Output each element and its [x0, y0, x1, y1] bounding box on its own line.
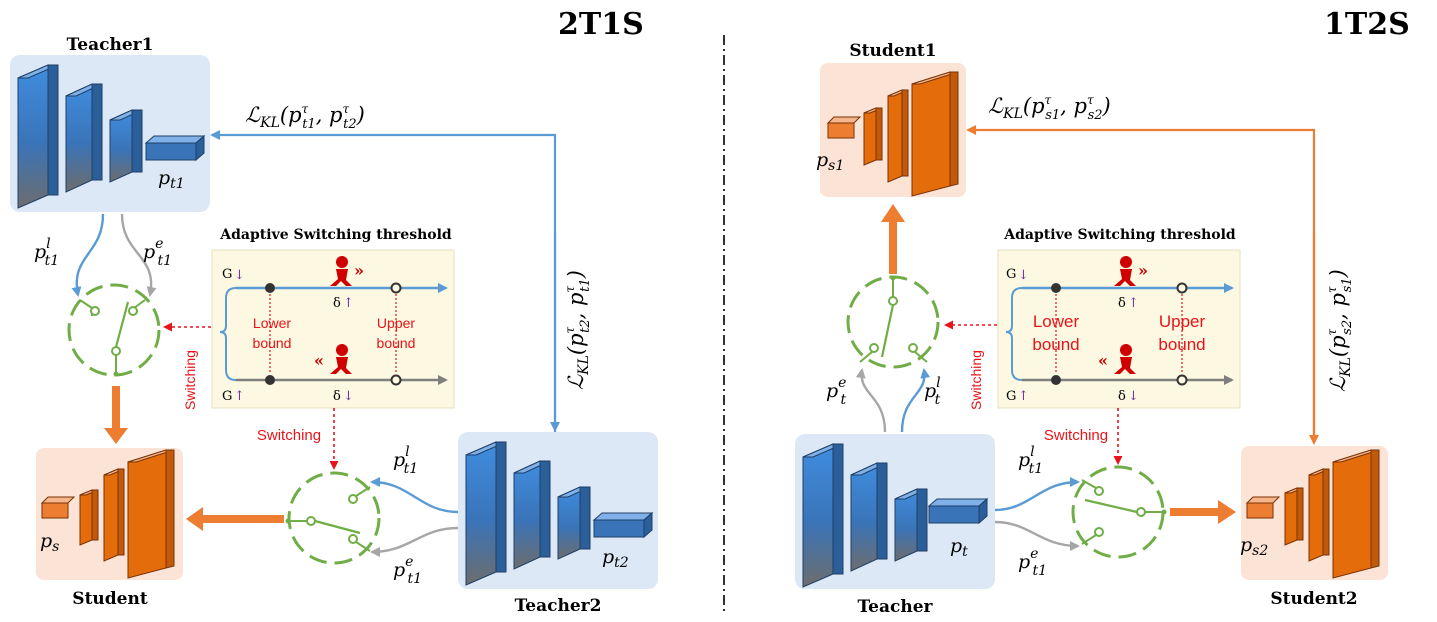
runner-slow-icon-left: « — [314, 344, 352, 374]
svg-text:»: » — [1138, 261, 1148, 280]
panel-title-2t1s: 2T1S — [558, 7, 644, 42]
lower-bound-line1-left: Lower — [253, 315, 291, 331]
orange-arrowhead-up — [881, 204, 905, 222]
teacher2-label: Teacher2 — [515, 596, 602, 616]
svg-text:«: « — [314, 351, 324, 370]
g-down-label-left: G — [222, 267, 232, 282]
threshold-title-right: Adaptive Switching threshold — [1003, 227, 1236, 243]
teacher2-ensemble-arrow — [370, 526, 459, 557]
adaptive-threshold-panel-left: Adaptive Switching threshold G ↓ G ↑ δ ↑… — [211, 227, 455, 409]
delta-up-label-left: δ — [333, 296, 341, 311]
student-network-icon — [40, 449, 175, 579]
teacher-block: pt Teacher — [795, 434, 995, 617]
g-down-arrow-right: ↓ — [1018, 268, 1029, 283]
student2-network-icon — [1245, 449, 1380, 579]
orange-arrowhead-left — [186, 507, 203, 531]
switching-label-right-side: Switching — [968, 350, 984, 410]
svg-text:«: « — [1098, 351, 1108, 370]
teacher2-output-label: pt2 — [602, 546, 629, 571]
teacher1-label: Teacher1 — [67, 35, 154, 55]
teacher1-block: Teacher1 pt1 — [10, 35, 210, 212]
teacher1-ensemble-arrow — [120, 213, 157, 297]
switch-top-left — [67, 283, 161, 377]
student-label: Student — [72, 589, 148, 609]
switch-bottom-right — [1071, 465, 1167, 559]
kl-loss-side-left: ℒKL(pτt2, pτt1) — [563, 270, 593, 390]
kl-loss-side-right: ℒKL(pτs2, pτs1) — [1325, 269, 1355, 392]
switching-label-right-mid: Switching — [1044, 427, 1108, 444]
teacher-network-icon — [802, 443, 989, 588]
student2-output-label: ps2 — [1240, 534, 1268, 559]
switching-label-left-side: Switching — [182, 350, 198, 410]
teacher2-logit-arrow — [370, 477, 459, 514]
orange-arrowhead-down — [104, 428, 128, 444]
lower-bound-line2-right: bound — [1032, 335, 1079, 354]
g-down-arrow-left: ↓ — [234, 268, 245, 283]
svg-text:»: » — [354, 261, 364, 280]
teacher-output-label: pt — [950, 535, 968, 560]
delta-down-label-left: δ — [333, 389, 341, 404]
orange-arrowhead-right — [1218, 500, 1236, 524]
delta-up-arrow-right: ↑ — [1128, 296, 1139, 311]
panel-title-1t2s: 1T2S — [1324, 7, 1410, 42]
lower-bound-line2-left: bound — [253, 335, 292, 351]
teacher1-output-label: pt1 — [158, 167, 185, 192]
teacher1-logit-arrow — [71, 213, 105, 297]
upper-bound-line1-right: Upper — [1159, 312, 1206, 331]
student1-output-label: ps1 — [816, 149, 844, 174]
teacher-ensemble-arrow-right — [994, 520, 1080, 551]
g-up-arrow-right: ↑ — [1018, 389, 1029, 404]
student2-label: Student2 — [1270, 589, 1357, 609]
runner-fast-icon-left: » — [330, 256, 364, 286]
teacher-label: Teacher — [857, 597, 933, 617]
teacher2-block: pt2 Teacher2 — [458, 432, 658, 616]
upper-bound-line2-right: bound — [1158, 335, 1205, 354]
teacher2-network-icon — [465, 441, 654, 586]
lower-bound-line1-right: Lower — [1033, 312, 1080, 331]
teacher-logit-arrow-up — [900, 368, 931, 433]
teacher1-network-icon — [17, 64, 206, 209]
runner-slow-icon-right: « — [1098, 344, 1136, 374]
delta-down-arrow-left: ↓ — [343, 389, 354, 404]
g-up-label-left: G — [222, 389, 232, 404]
g-down-label-right: G — [1006, 267, 1016, 282]
upper-bound-line1-left: Upper — [377, 315, 415, 331]
teacher-ensemble-arrow-up — [855, 368, 887, 433]
g-up-label-right: G — [1006, 389, 1016, 404]
student-output-label: ps — [40, 530, 59, 555]
delta-down-arrow-right: ↓ — [1128, 389, 1139, 404]
runner-fast-icon-right: » — [1114, 256, 1148, 286]
student1-network-icon — [826, 71, 959, 197]
delta-up-arrow-left: ↑ — [343, 296, 354, 311]
switching-label-left-mid: Switching — [257, 427, 321, 444]
upper-bound-line2-left: bound — [377, 335, 416, 351]
switch-bottom-left — [285, 471, 381, 565]
adaptive-threshold-panel-right: Adaptive Switching threshold G ↓ G ↑ δ ↑… — [997, 227, 1241, 409]
student-block: ps Student — [36, 448, 183, 609]
threshold-title-left: Adaptive Switching threshold — [219, 227, 452, 243]
switch-top-right — [846, 275, 940, 369]
g-up-arrow-left: ↑ — [234, 389, 245, 404]
student1-block: Student1 ps1 — [816, 41, 966, 197]
delta-up-label-right: δ — [1118, 296, 1126, 311]
delta-down-label-right: δ — [1118, 389, 1126, 404]
student1-label: Student1 — [849, 41, 936, 61]
student2-block: ps2 Student2 — [1240, 446, 1388, 609]
teacher-logit-arrow-right — [994, 477, 1080, 512]
